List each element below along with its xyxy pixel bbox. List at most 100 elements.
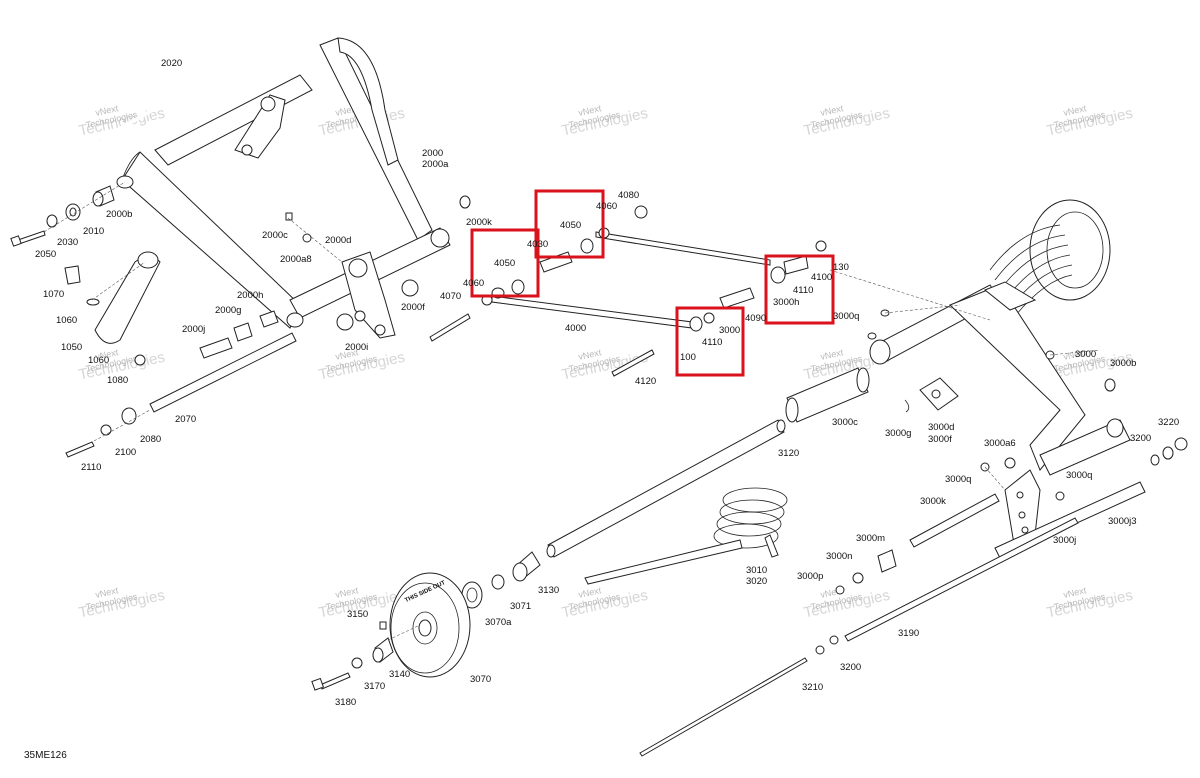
label-3000j3: 3000j3 [1108, 516, 1137, 527]
label-3000b0: 3000 [1075, 349, 1096, 360]
label-2080: 2080 [140, 434, 161, 445]
label-3000d: 3000d [928, 422, 954, 433]
label-3000p: 3000p [797, 571, 823, 582]
highlight-box-4050-top [534, 189, 605, 259]
label-2050: 2050 [35, 249, 56, 260]
label-1070: 1070 [43, 289, 64, 300]
highlight-box-4110-lower [675, 306, 745, 377]
label-4110b: 4110 [793, 285, 813, 296]
label-4030: 4030 [527, 239, 548, 250]
label-3010: 3010 [746, 565, 767, 576]
label-4050b: 4050 [560, 220, 581, 231]
watermark-line-1: vNext [577, 585, 602, 600]
label-2000g: 2000g [215, 305, 241, 316]
label-1060b: 1060 [88, 355, 109, 366]
label-100: 100 [680, 352, 696, 363]
label-3070a: 3070a [485, 617, 512, 628]
label-3000q2: 3000q [945, 474, 971, 485]
label-3000n: 3000n [826, 551, 852, 562]
label-1050: 1050 [61, 342, 82, 353]
label-4090: 4090 [745, 313, 766, 324]
watermark-line-1: vNext [94, 347, 119, 362]
highlight-boxes [470, 189, 835, 377]
label-130: 130 [833, 262, 849, 273]
label-2000k: 2000k [466, 217, 492, 228]
label-2000a: 2000a [422, 159, 449, 170]
label-3170: 3170 [364, 681, 385, 692]
rear-arm-assembly [639, 199, 1188, 757]
label-2100: 2100 [115, 447, 136, 458]
label-2070: 2070 [175, 414, 196, 425]
label-3070: 3070 [470, 674, 491, 685]
label-4080: 4080 [618, 190, 639, 201]
label-4050a: 4050 [494, 258, 515, 269]
label-2000f: 2000f [401, 302, 425, 313]
label-3140: 3140 [389, 669, 410, 680]
label-2000c: 2000c [262, 230, 288, 241]
label-3000j: 3000j [1053, 535, 1076, 546]
label-3000b: 3000b [1110, 358, 1136, 369]
label-2110: 2110 [81, 462, 101, 473]
label-3220: 3220 [1158, 417, 1179, 428]
label-3000q3: 3000q [1066, 470, 1092, 481]
part-labels: 2020 2000 2000a 2000b 2010 2030 2050 200… [24, 58, 1179, 761]
label-3000q1: 3000q [833, 311, 859, 322]
label-3000m: 3000m [856, 533, 885, 544]
watermark-line-1: vNext [577, 103, 602, 118]
label-3150: 3150 [347, 609, 368, 620]
label-4060a: 4060 [463, 278, 484, 289]
label-2000i: 2000i [345, 342, 368, 353]
label-2000b: 2000b [106, 209, 132, 220]
label-3200a: 3200 [1130, 433, 1151, 444]
idler-wheel-assembly: THIS SIDE OUT [311, 419, 788, 691]
label-4070: 4070 [440, 291, 461, 302]
label-1060: 1060 [56, 315, 77, 326]
watermark-line-1: vNext [334, 347, 359, 362]
label-4120: 4120 [635, 376, 656, 387]
watermark-line-1: vNext [577, 347, 602, 362]
label-3000h: 3000h [773, 297, 799, 308]
watermark-line-1: vNext [1062, 347, 1087, 362]
label-3000k: 3000k [920, 496, 946, 507]
label-4000: 4000 [565, 323, 586, 334]
label-3071: 3071 [510, 601, 531, 612]
label-3000c: 3000c [832, 417, 858, 428]
watermark-line-1: vNext [334, 585, 359, 600]
label-3190: 3190 [898, 628, 919, 639]
watermark-line-1: vNext [1062, 585, 1087, 600]
label-1080: 1080 [107, 375, 128, 386]
label-3180: 3180 [335, 697, 356, 708]
label-4110a: 4110 [702, 337, 722, 348]
label-3210: 3210 [802, 682, 823, 693]
label-3000f: 3000f [928, 434, 952, 445]
label-4060b: 4060 [596, 201, 617, 212]
label-3000a6: 3000a6 [984, 438, 1016, 449]
watermark-line-1: vNext [1062, 103, 1087, 118]
label-4100: 4100 [811, 272, 832, 283]
label-2000: 2000 [422, 148, 443, 159]
label-3020: 3020 [746, 576, 767, 587]
highlight-box-4050-left [470, 228, 540, 298]
label-2000a8: 2000a8 [280, 254, 312, 265]
watermark-layer: TechnologiesvNextTechnologiesTechnologie… [77, 103, 1134, 621]
watermark-line-1: vNext [819, 103, 844, 118]
label-2000h: 2000h [237, 290, 263, 301]
label-3130: 3130 [538, 585, 559, 596]
watermark-line-1: vNext [819, 347, 844, 362]
label-3200b: 3200 [840, 662, 861, 673]
label-2010: 2010 [83, 226, 104, 237]
label-2000d: 2000d [325, 235, 351, 246]
watermark-line-1: vNext [94, 103, 119, 118]
link-rod-assembly [429, 205, 827, 377]
label-3000g: 3000g [885, 428, 911, 439]
label-3000a: 3000 [719, 325, 740, 336]
